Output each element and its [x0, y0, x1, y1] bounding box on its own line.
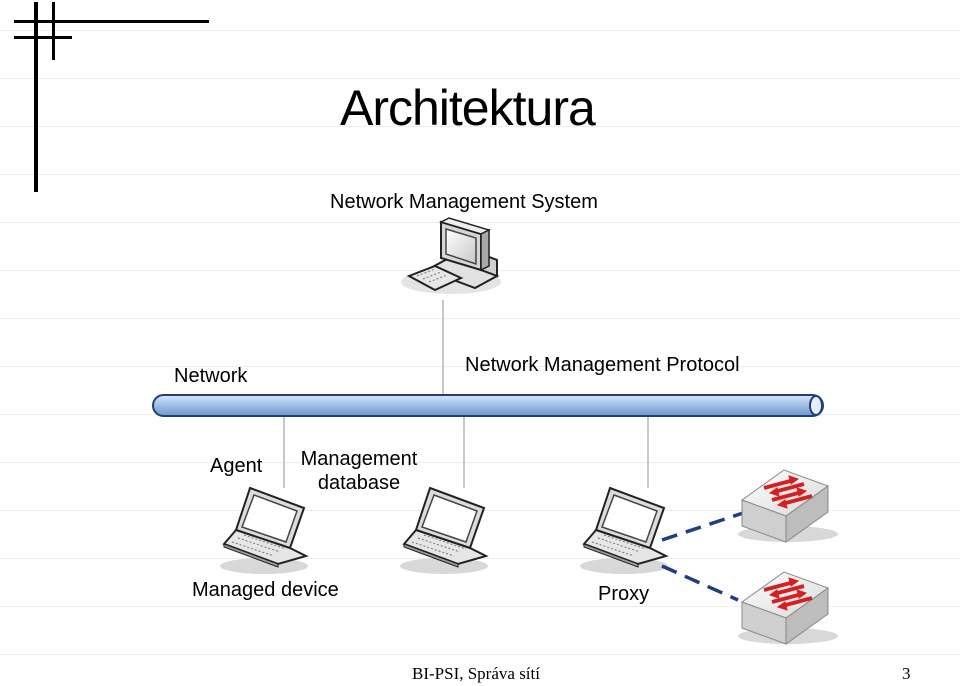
background-line [0, 174, 960, 175]
background-line [0, 654, 960, 655]
laptop-icon [399, 487, 489, 575]
background-line [0, 222, 960, 223]
footer-course: BI-PSI, Správa sítí [412, 664, 540, 683]
computer-icon [401, 217, 501, 294]
protocol-label: Network Management Protocol [465, 354, 740, 376]
management-database-line1: Management [300, 448, 418, 470]
nms-label: Network Management System [330, 191, 598, 213]
management-database-line2: database [317, 472, 401, 494]
background-line [0, 462, 960, 463]
switch-icon [736, 570, 840, 646]
background-line [0, 78, 960, 79]
background-line [0, 606, 960, 607]
proxy-label: Proxy [598, 583, 650, 605]
agent-label: Agent [210, 455, 263, 477]
proxy-link-dashed [661, 564, 739, 602]
proxy-link-dashed [661, 510, 747, 542]
network-label: Network [174, 365, 248, 387]
background-line [0, 366, 960, 367]
laptop-icon [579, 487, 669, 575]
background-line [0, 30, 960, 31]
management-database-label: Management database [282, 447, 436, 495]
laptop-icon [219, 487, 309, 575]
background-line [0, 318, 960, 319]
network-bus [152, 394, 824, 417]
switch-icon [736, 468, 840, 544]
slide-title: Architektura [340, 80, 596, 136]
page-number: 3 [902, 664, 911, 683]
background-line [0, 126, 960, 127]
managed-device-label: Managed device [192, 579, 339, 601]
